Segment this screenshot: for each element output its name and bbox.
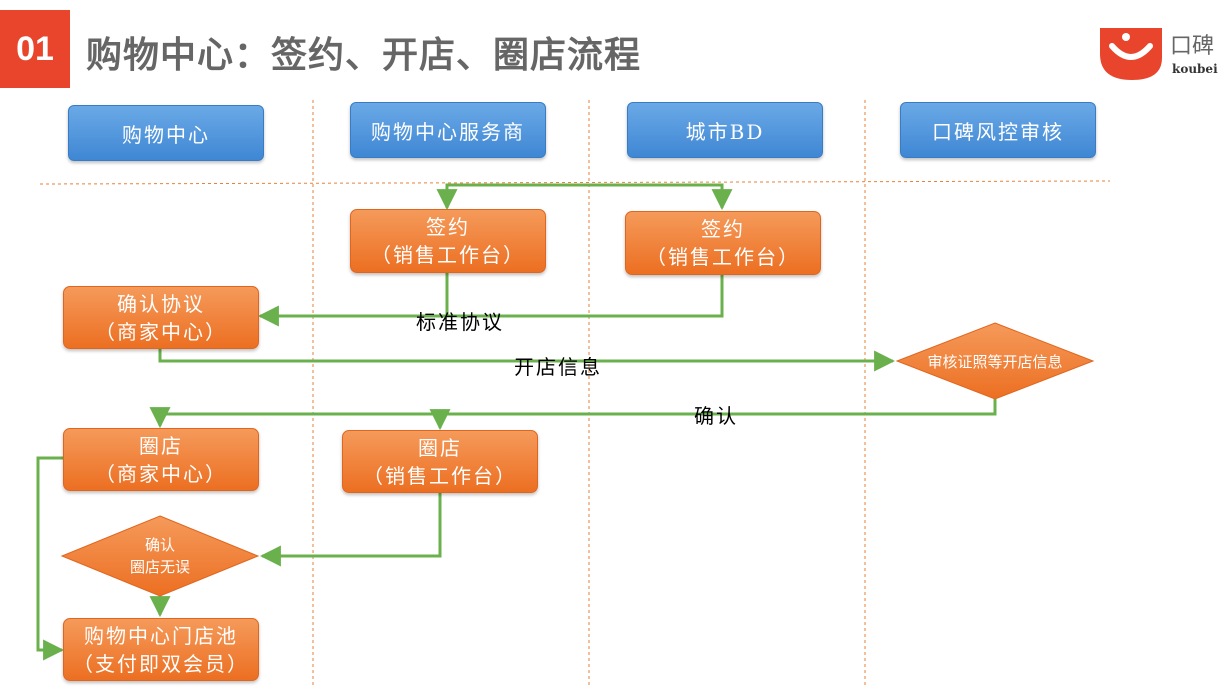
lane-header-provider: 购物中心服务商 [350, 102, 546, 158]
circle-sales-subtitle: （销售工作台） [363, 463, 517, 488]
circle-merchant-subtitle: （商家中心） [95, 461, 227, 486]
sign-provider-box: 签约 （销售工作台） [350, 209, 546, 273]
circle-sales-box: 圈店 （销售工作台） [342, 430, 538, 493]
edge-label-standard-agreement: 标准协议 [416, 310, 504, 334]
confirm-agreement-box: 确认协议 （商家中心） [63, 286, 259, 349]
sign-provider-subtitle: （销售工作台） [371, 243, 525, 267]
sign-bd-title: 签约 [701, 217, 745, 241]
lane-header-mall: 购物中心 [68, 105, 264, 161]
section-number-badge: 01 [0, 10, 70, 88]
store-pool-box: 购物中心门店池 （支付即双会员） [63, 618, 259, 681]
store-pool-subtitle: （支付即双会员） [73, 651, 249, 676]
sign-bd-subtitle: （销售工作台） [646, 245, 800, 269]
confirm-circle-diamond [60, 515, 260, 597]
confirm-agreement-title: 确认协议 [117, 291, 205, 316]
circle-sales-title: 圈店 [418, 435, 462, 460]
page-title: 购物中心：签约、开店、圈店流程 [86, 35, 642, 76]
logo-text-en: koubei [1172, 62, 1218, 76]
sign-bd-box: 签约 （销售工作台） [625, 211, 821, 275]
review-diamond-label: 审核证照等开店信息 [927, 353, 1063, 371]
circle-merchant-title: 圈店 [139, 433, 183, 458]
sign-provider-title: 签约 [426, 215, 470, 239]
logo-text-cn: 口碑 [1170, 34, 1215, 59]
store-pool-title: 购物中心门店池 [84, 623, 238, 648]
lane-header-city-bd: 城市BD [627, 102, 823, 158]
koubei-smile-icon [1100, 28, 1162, 80]
review-diamond [895, 322, 1095, 400]
edge-label-confirm: 确认 [694, 404, 738, 428]
edge-label-store-info: 开店信息 [514, 355, 602, 379]
lane-header-risk-review: 口碑风控审核 [900, 102, 1096, 158]
confirm-circle-line2: 圈店无误 [129, 558, 190, 576]
circle-merchant-box: 圈店 （商家中心） [63, 428, 259, 491]
confirm-agreement-subtitle: （商家中心） [95, 319, 227, 344]
confirm-circle-line1: 确认 [144, 536, 175, 554]
confirm-circle-diamond-label: 确认 圈店无误 [100, 532, 220, 580]
